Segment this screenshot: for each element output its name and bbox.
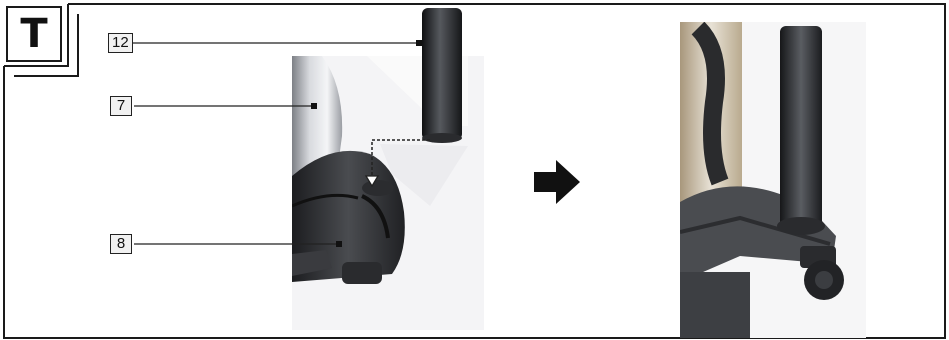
callout-12: 12: [108, 33, 133, 53]
callout-7: 7: [110, 96, 132, 116]
assembled-tube-photo: [680, 22, 866, 338]
right-arrow-icon: [534, 160, 582, 204]
callout-8: 8: [110, 234, 132, 254]
